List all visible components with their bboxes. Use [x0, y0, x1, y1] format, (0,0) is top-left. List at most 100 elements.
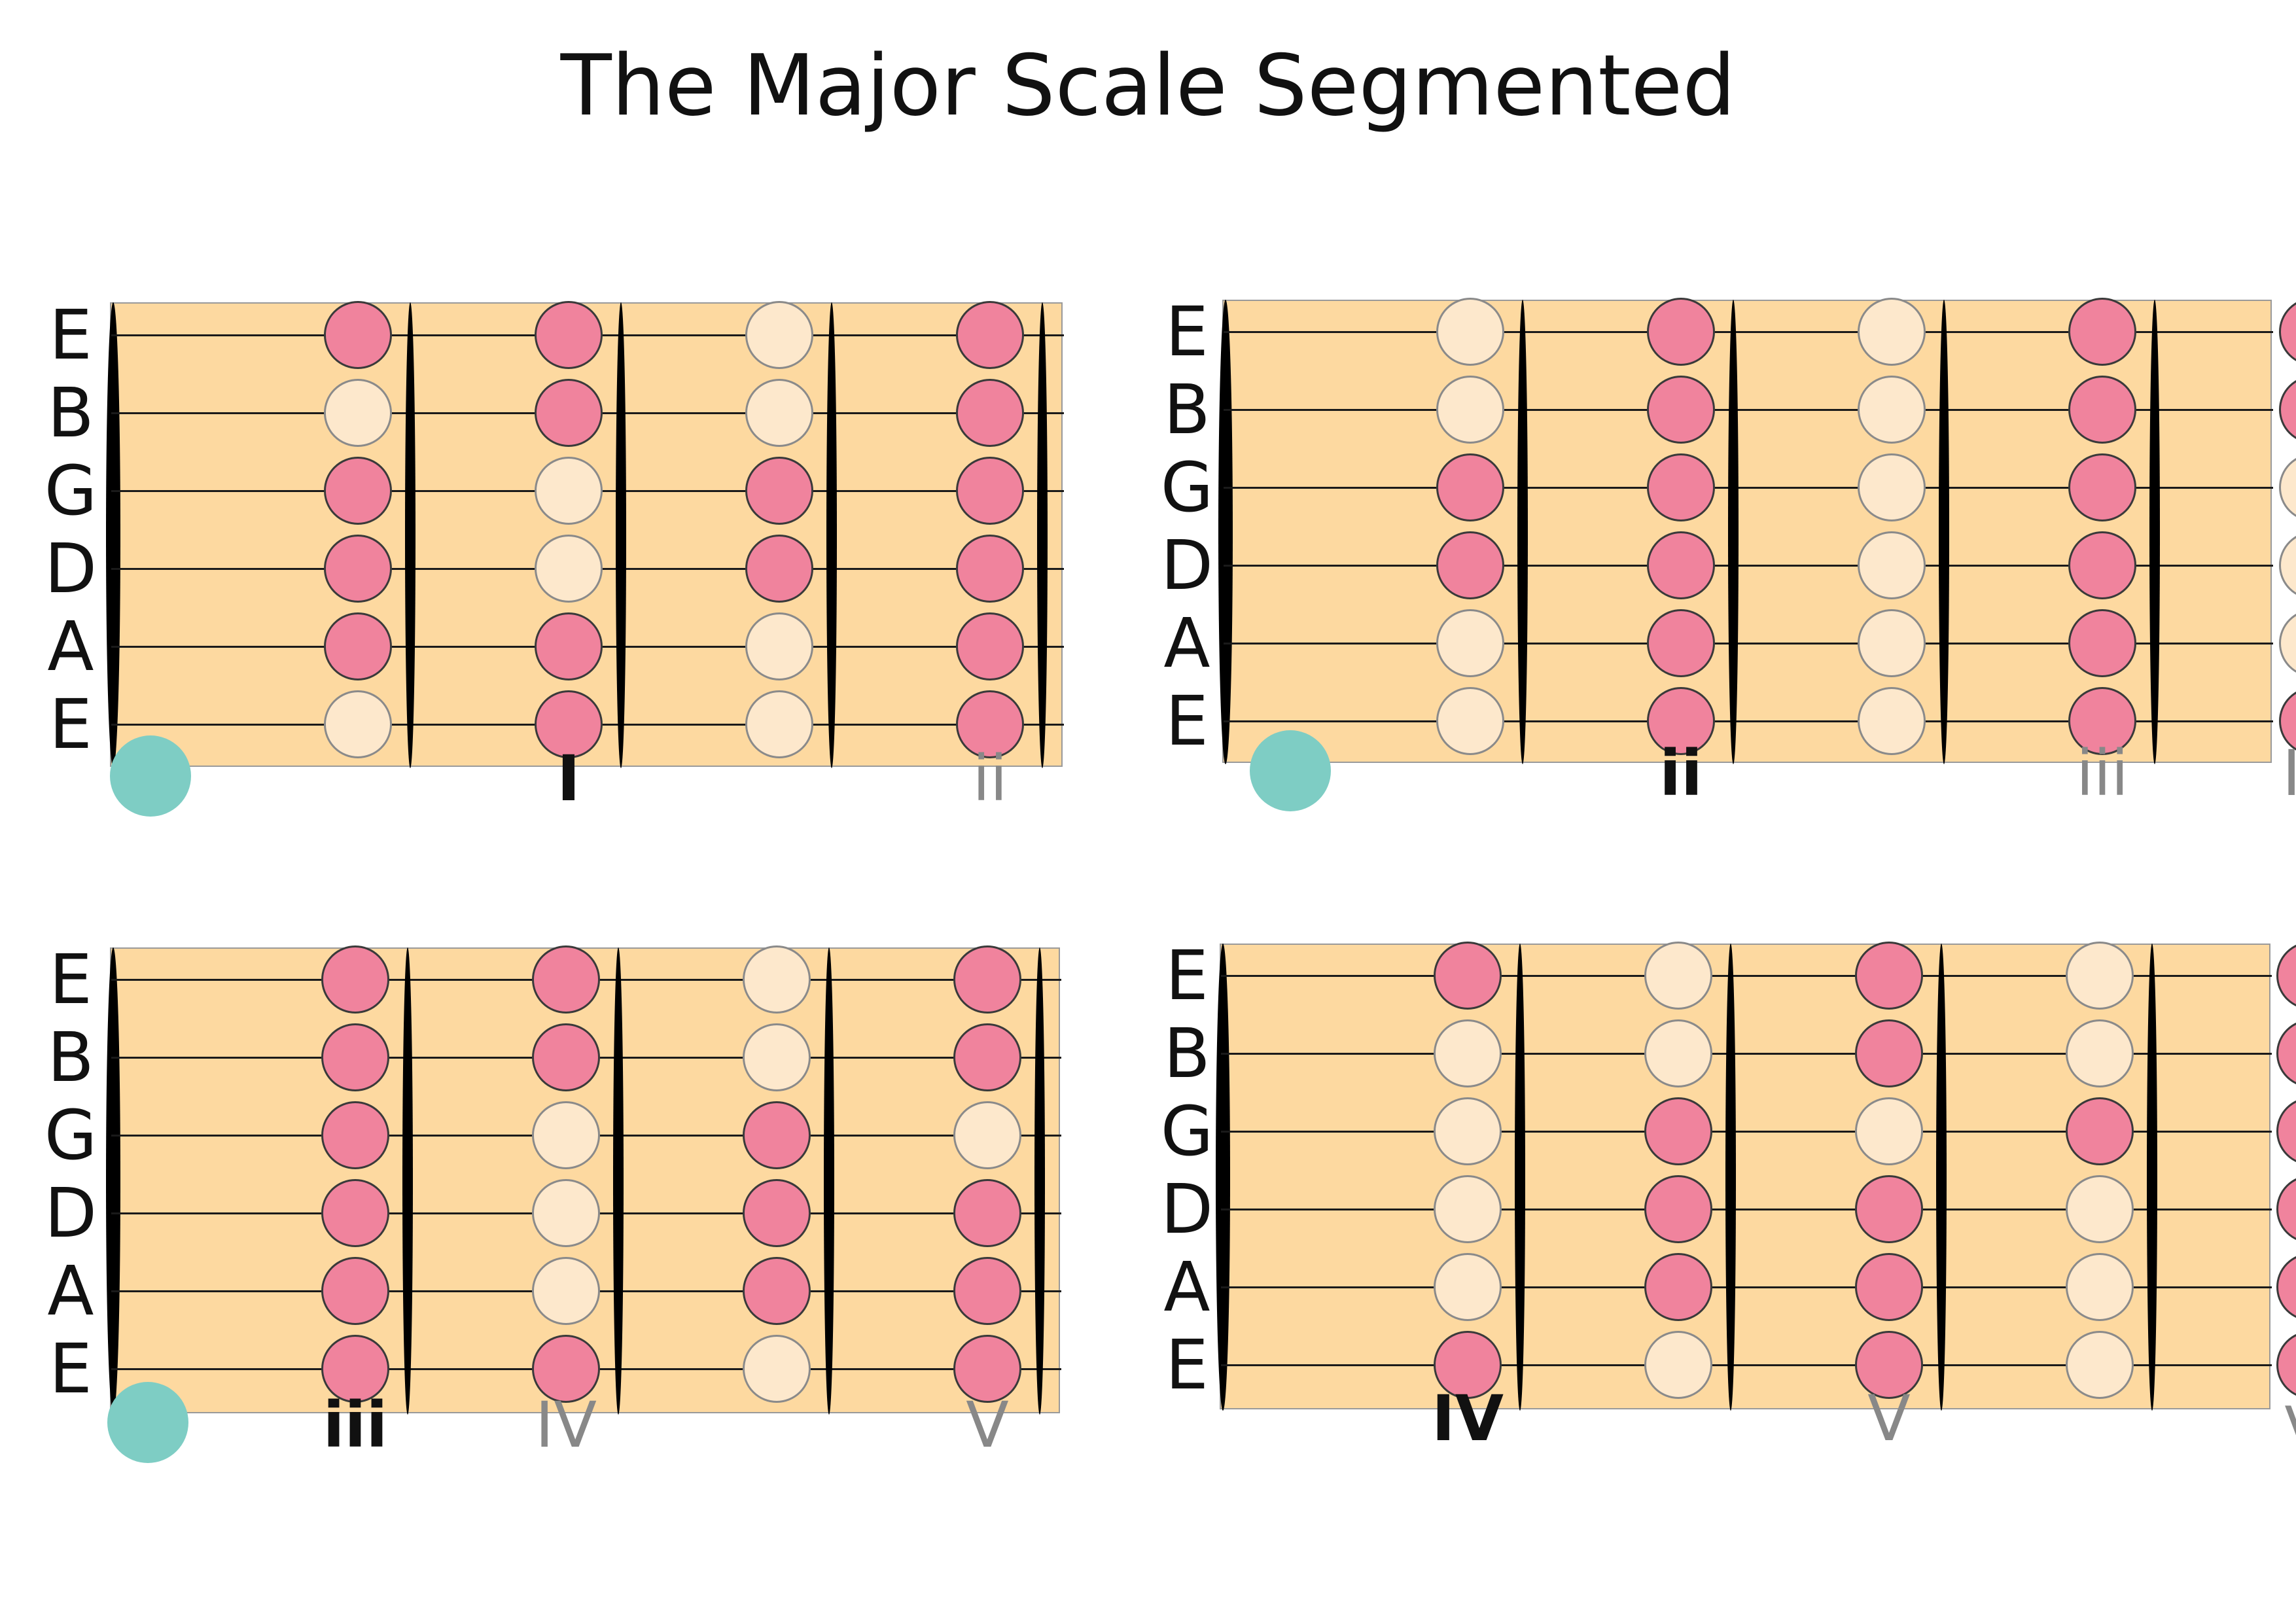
scale-note: [321, 1023, 389, 1091]
scale-note: [953, 1257, 1021, 1325]
scale-note: [2068, 609, 2136, 677]
non-scale-note: [535, 535, 603, 603]
scale-note: [2068, 687, 2136, 755]
string-label: E: [49, 295, 92, 375]
scale-degree-label: V: [1867, 1382, 1911, 1455]
scale-note: [2279, 298, 2296, 366]
fret-wire: [1037, 302, 1048, 768]
non-scale-note: [1436, 376, 1504, 444]
scale-note: [1644, 1253, 1712, 1321]
fret-wire: [402, 947, 413, 1415]
non-scale-note: [1434, 1019, 1502, 1087]
nut: [106, 947, 120, 1415]
scale-note: [535, 612, 603, 680]
non-scale-note: [745, 612, 813, 680]
legend-dot-icon: [107, 1382, 188, 1463]
scale-note: [321, 1257, 389, 1325]
scale-note: [1855, 1175, 1923, 1243]
scale-note: [743, 1257, 811, 1325]
string-label: G: [1160, 448, 1214, 527]
non-scale-note: [324, 379, 392, 447]
scale-note: [1647, 298, 1715, 366]
non-scale-note: [1434, 1253, 1502, 1321]
fret-wire: [613, 947, 624, 1415]
guitar-string: [1221, 1053, 2272, 1055]
scale-note: [1855, 942, 1923, 1010]
non-scale-note: [745, 301, 813, 369]
string-label: E: [1165, 681, 1209, 761]
string-label: D: [44, 1173, 97, 1253]
non-scale-note: [532, 1101, 600, 1169]
scale-note: [953, 1179, 1021, 1247]
guitar-string: [1224, 331, 2273, 333]
string-label: B: [1163, 370, 1210, 450]
scale-degree-label: ii: [1659, 737, 1703, 810]
non-scale-note: [953, 1101, 1021, 1169]
scale-note: [2068, 453, 2136, 521]
scale-degree-label: IV: [1431, 1382, 1504, 1455]
non-scale-note: [2066, 1019, 2134, 1087]
guitar-string: [1224, 720, 2273, 722]
string-label: E: [49, 940, 92, 1019]
scale-note: [1644, 1097, 1712, 1165]
fret-wire: [1728, 300, 1739, 764]
scale-note: [2279, 376, 2296, 444]
fret-wire: [826, 302, 837, 768]
non-scale-note: [1858, 298, 1926, 366]
guitar-string: [1221, 975, 2272, 977]
legend-dot-icon: [110, 735, 191, 817]
scale-degree-label: iii: [2075, 737, 2128, 810]
string-label: D: [1160, 1169, 1214, 1249]
non-scale-note: [1858, 453, 1926, 521]
scale-note: [532, 1335, 600, 1403]
scale-degree-label: vi: [2232, 1387, 2296, 1450]
fret-wire: [1517, 300, 1528, 764]
scale-note: [953, 1335, 1021, 1403]
scale-note: [321, 1101, 389, 1169]
fret-wire: [1034, 947, 1045, 1415]
scale-note: [532, 945, 600, 1014]
non-scale-note: [324, 690, 392, 758]
non-scale-note: [1858, 531, 1926, 599]
scale-note: [1647, 376, 1715, 444]
string-label: E: [1165, 936, 1209, 1015]
guitar-string: [1221, 1364, 2272, 1366]
non-scale-note: [2279, 531, 2296, 599]
guitar-string: [1224, 487, 2273, 489]
scale-degree-label: V: [966, 1388, 1009, 1462]
non-scale-note: [1436, 298, 1504, 366]
string-label: E: [49, 684, 92, 764]
guitar-string: [1224, 643, 2273, 644]
scale-note: [2276, 1097, 2296, 1165]
fret-wire: [1936, 944, 1947, 1411]
non-scale-note: [532, 1179, 600, 1247]
non-scale-note: [1434, 1097, 1502, 1165]
scale-note: [1434, 942, 1502, 1010]
scale-note: [321, 945, 389, 1014]
scale-note: [324, 612, 392, 680]
string-label: E: [1165, 1325, 1209, 1405]
non-scale-note: [1436, 609, 1504, 677]
string-label: G: [44, 1095, 97, 1175]
scale-degree-label: IV: [2282, 737, 2296, 810]
string-label: B: [1163, 1014, 1210, 1093]
scale-degree-label: iii: [323, 1388, 388, 1462]
legend-dot-icon: [1250, 730, 1331, 811]
non-scale-note: [1644, 1331, 1712, 1399]
non-scale-note: [1858, 687, 1926, 755]
fret-wire: [616, 302, 626, 768]
fret-wire: [1725, 944, 1736, 1411]
non-scale-note: [532, 1257, 600, 1325]
scale-note: [956, 301, 1024, 369]
scale-note: [2068, 531, 2136, 599]
non-scale-note: [743, 1335, 811, 1403]
nut: [1216, 944, 1230, 1411]
scale-note: [1647, 609, 1715, 677]
non-scale-note: [1858, 609, 1926, 677]
scale-note: [2276, 942, 2296, 1010]
fret-wire: [2147, 944, 2157, 1411]
scale-degree-label: ii: [972, 742, 1008, 815]
scale-note: [953, 1023, 1021, 1091]
scale-note: [1855, 1019, 1923, 1087]
string-label: D: [44, 529, 97, 609]
